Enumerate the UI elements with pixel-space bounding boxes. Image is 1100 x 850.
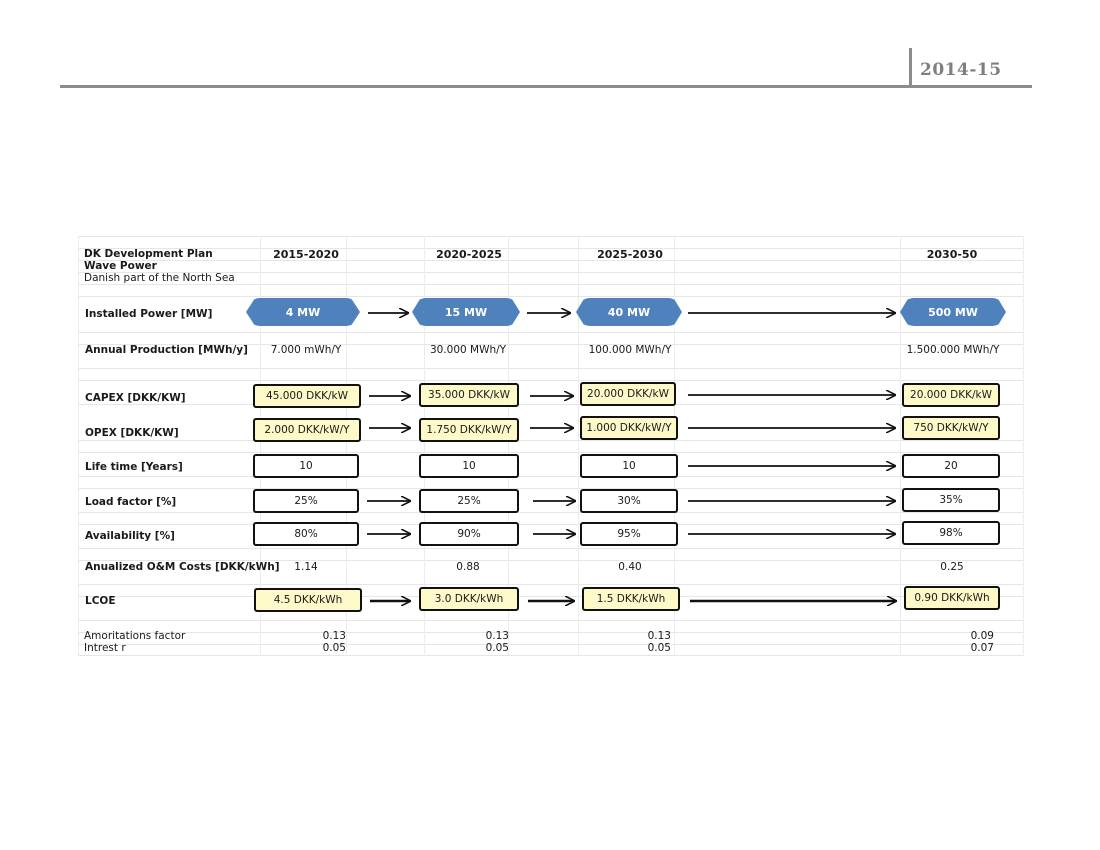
- installed-power-2030: 500 MW: [900, 298, 1006, 326]
- life-time-2020: 10: [419, 454, 519, 478]
- opex-2015: 2.000 DKK/kW/Y: [253, 418, 361, 442]
- annual-production-2030: 1.500.000 MWh/Y: [906, 344, 1000, 356]
- availability-2015: 80%: [253, 522, 359, 546]
- annual-production-2015: 7.000 mWh/Y: [270, 344, 342, 356]
- life-time-2030: 20: [902, 454, 1000, 478]
- spreadsheet-grid: [78, 236, 1024, 656]
- plan-title: DK Development Plan: [84, 248, 213, 260]
- lcoe-2030: 0.90 DKK/kWh: [904, 586, 1000, 610]
- row-label-availability: Availability [%]: [85, 530, 175, 542]
- capex-2020: 35.000 DKK/kW: [419, 383, 519, 407]
- om-costs-2030: 0.25: [940, 561, 964, 573]
- load-factor-2030: 35%: [902, 488, 1000, 512]
- lcoe-2020: 3.0 DKK/kWh: [419, 587, 519, 611]
- life-time-2015: 10: [253, 454, 359, 478]
- row-label-load-factor: Load factor [%]: [85, 496, 177, 508]
- header-year: 2014-15: [920, 60, 1002, 80]
- availability-2020: 90%: [419, 522, 519, 546]
- annual-production-2025: 100.000 MWh/Y: [588, 344, 672, 356]
- opex-2030: 750 DKK/kW/Y: [902, 416, 1000, 440]
- annual-production-2020: 30.000 MWh/Y: [429, 344, 507, 356]
- amortization-2025: 0.13: [647, 630, 671, 642]
- capex-2015: 45.000 DKK/kW: [253, 384, 361, 408]
- opex-2025: 1.000 DKK/kW/Y: [580, 416, 678, 440]
- life-time-2025: 10: [580, 454, 678, 478]
- load-factor-2015: 25%: [253, 489, 359, 513]
- interest-2015: 0.05: [322, 642, 346, 654]
- om-costs-2025: 0.40: [618, 561, 642, 573]
- opex-2020: 1.750 DKK/kW/Y: [419, 418, 519, 442]
- amortization-2015: 0.13: [322, 630, 346, 642]
- installed-power-2025: 40 MW: [576, 298, 682, 326]
- period-header-1: 2015-2020: [273, 248, 339, 261]
- lcoe-2015: 4.5 DKK/kWh: [254, 588, 362, 612]
- interest-2030: 0.07: [970, 642, 994, 654]
- row-label-capex: CAPEX [DKK/KW]: [85, 392, 186, 404]
- availability-2025: 95%: [580, 522, 678, 546]
- interest-2025: 0.05: [647, 642, 671, 654]
- period-header-2: 2020-2025: [436, 248, 502, 261]
- row-label-life-time: Life time [Years]: [85, 461, 183, 473]
- capex-2025: 20.000 DKK/kW: [580, 382, 676, 406]
- row-label-interest: Intrest r: [84, 642, 126, 654]
- load-factor-2020: 25%: [419, 489, 519, 513]
- row-label-amortization: Amoritations factor: [84, 630, 186, 642]
- header-rule: [60, 85, 1032, 88]
- plan-region: Danish part of the North Sea: [84, 272, 235, 284]
- lcoe-2025: 1.5 DKK/kWh: [582, 587, 680, 611]
- row-label-om-costs: Anualized O&M Costs [DKK/kWh]: [85, 561, 280, 573]
- amortization-2020: 0.13: [485, 630, 509, 642]
- availability-2030: 98%: [902, 521, 1000, 545]
- header-separator: [909, 48, 912, 86]
- row-label-installed-power: Installed Power [MW]: [85, 308, 213, 320]
- installed-power-2015: 4 MW: [246, 298, 360, 326]
- row-label-annual-production: Annual Production [MWh/y]: [85, 344, 248, 356]
- period-header-3: 2025-2030: [597, 248, 663, 261]
- amortization-2030: 0.09: [970, 630, 994, 642]
- row-label-lcoe: LCOE: [85, 595, 116, 607]
- period-header-4: 2030-50: [926, 248, 978, 261]
- om-costs-2015: 1.14: [294, 561, 318, 573]
- load-factor-2025: 30%: [580, 489, 678, 513]
- plan-subtitle: Wave Power: [84, 260, 157, 272]
- installed-power-2020: 15 MW: [412, 298, 520, 326]
- row-label-opex: OPEX [DKK/KW]: [85, 427, 179, 439]
- interest-2020: 0.05: [485, 642, 509, 654]
- om-costs-2020: 0.88: [456, 561, 480, 573]
- capex-2030: 20.000 DKK/kW: [902, 383, 1000, 407]
